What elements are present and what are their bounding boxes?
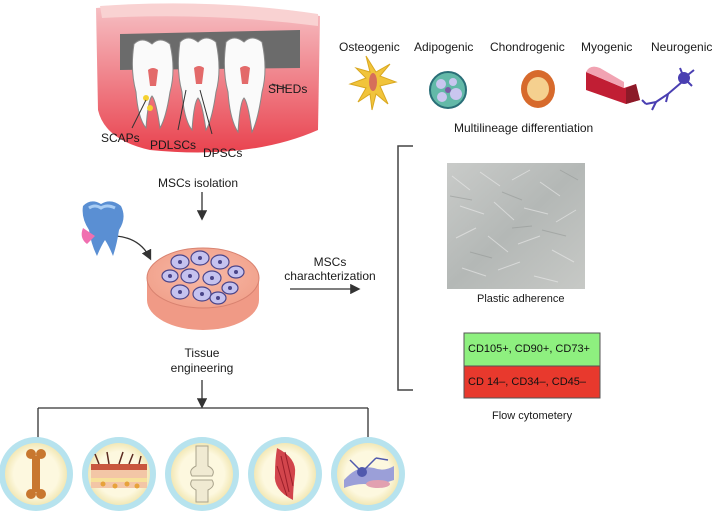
bone-icon xyxy=(26,449,46,499)
negative-marker-box xyxy=(463,365,601,399)
micrograph-image xyxy=(447,163,585,289)
plastic-adherence-caption: Plastic adherence xyxy=(477,293,565,305)
flow-cytometry-caption: Flow cytometery xyxy=(492,410,573,422)
cartilage-joint-icon xyxy=(190,445,214,503)
characterization-label-2: charachterization xyxy=(284,269,376,283)
label-sheds: SHEDs xyxy=(268,82,308,96)
tissue-label-2: engineering xyxy=(170,361,234,375)
skin-icon xyxy=(91,451,147,489)
lineage-myogenic: Myogenic xyxy=(581,40,633,54)
lineage-osteogenic: Osteogenic xyxy=(339,40,400,54)
petri-dish xyxy=(146,247,260,330)
label-pdlscs: PDLSCs xyxy=(150,138,197,152)
extracted-tooth-icon xyxy=(81,201,124,256)
muscle-icon xyxy=(274,448,296,500)
multilineage-caption: Multilineage differentiation xyxy=(454,121,594,135)
myocyte-icon xyxy=(586,66,640,104)
positive-markers-text: CD105+, CD90+, CD73+ xyxy=(468,343,590,355)
chondrocyte-icon xyxy=(521,70,555,108)
label-scaps: SCAPs xyxy=(101,131,140,145)
label-dpscs: DPSCs xyxy=(203,146,243,160)
neuron-icon xyxy=(641,67,695,111)
lineage-adipogenic: Adipogenic xyxy=(414,40,474,54)
osteocyte-icon xyxy=(348,55,398,111)
negative-markers-text: CD 14–, CD34–, CD45– xyxy=(468,376,587,388)
adipocyte-icon xyxy=(429,71,467,109)
tissue-connector xyxy=(37,407,369,440)
characterization-label-1: MSCs xyxy=(313,255,347,269)
tissue-label-1: Tissue xyxy=(184,346,220,360)
isolation-label: MSCs isolation xyxy=(158,176,239,190)
lineage-neurogenic: Neurogenic xyxy=(651,40,713,54)
nerve-tissue-icon xyxy=(344,457,394,488)
lineage-chondrogenic: Chondrogenic xyxy=(490,40,565,54)
bracket xyxy=(397,145,413,391)
